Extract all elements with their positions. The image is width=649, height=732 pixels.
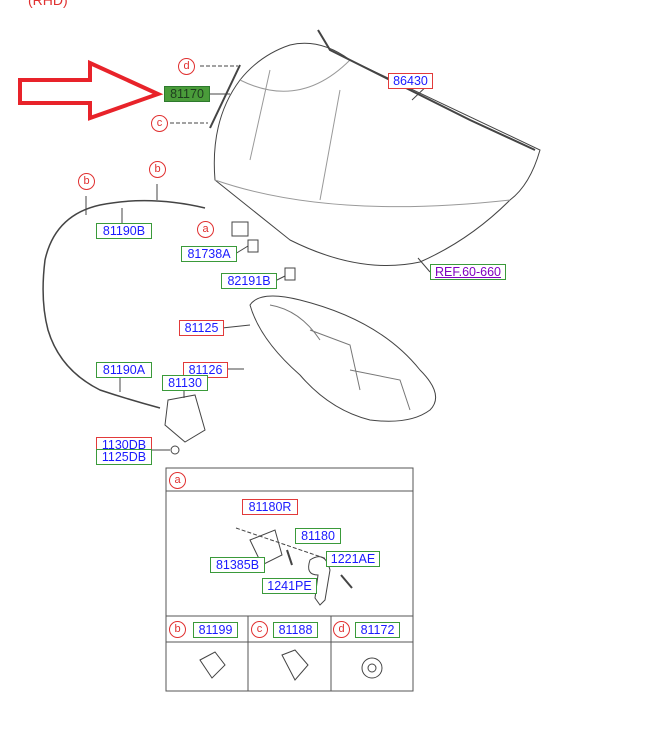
release-cable — [42, 199, 206, 409]
detail-box — [165, 467, 414, 692]
part-81125[interactable]: 81125 — [179, 320, 224, 336]
part-81190A[interactable]: 81190A — [96, 362, 152, 378]
release-handle — [308, 556, 331, 606]
callout-b: b — [78, 173, 95, 190]
callout-c: c — [151, 115, 168, 132]
callout-b: b — [149, 161, 166, 178]
part-81199[interactable]: 81199 — [193, 622, 238, 638]
part-81130[interactable]: 81130 — [162, 375, 208, 391]
ref-link[interactable]: REF.60-660 — [430, 264, 506, 280]
part-1221AE[interactable]: 1221AE — [326, 551, 380, 567]
part-81180R[interactable]: 81180R — [242, 499, 298, 515]
part-86430[interactable]: 86430 — [388, 73, 433, 89]
part-81172[interactable]: 81172 — [355, 622, 400, 638]
part-81385B[interactable]: 81385B — [210, 557, 265, 573]
detail-callout-a: a — [169, 472, 186, 489]
hood — [213, 42, 541, 266]
part-1125DB[interactable]: 1125DB — [96, 449, 152, 465]
part-82191B[interactable]: 82191B — [221, 273, 277, 289]
weatherstrip — [317, 29, 536, 151]
part-81170[interactable]: 81170 — [164, 86, 210, 102]
part-81180[interactable]: 81180 — [295, 528, 341, 544]
variant-label: (RHD) — [28, 0, 68, 8]
detail-callout-c: c — [251, 621, 268, 638]
part-81188[interactable]: 81188 — [273, 622, 318, 638]
part-1241PE[interactable]: 1241PE — [262, 578, 317, 594]
hood-latch — [164, 394, 206, 443]
hood-insulator — [249, 295, 437, 422]
detail-callout-d: d — [333, 621, 350, 638]
part-81738A[interactable]: 81738A — [181, 246, 237, 262]
highlight-arrow — [18, 59, 164, 121]
callout-a: a — [197, 221, 214, 238]
callout-d: d — [178, 58, 195, 75]
part-81190B[interactable]: 81190B — [96, 223, 152, 239]
detail-callout-b: b — [169, 621, 186, 638]
